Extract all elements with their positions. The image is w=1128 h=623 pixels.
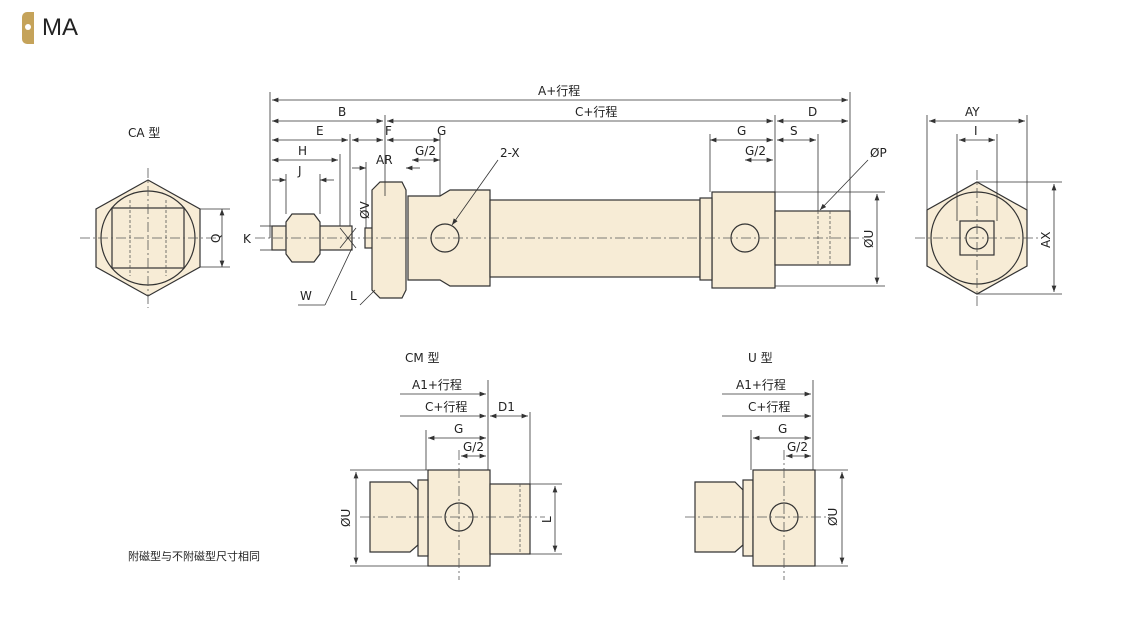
cm-title: CM 型 <box>405 351 440 365</box>
u-dim-u: ØU <box>826 508 840 526</box>
main-dimensions: A+行程 B C+行程 D E F G G S H J AR G/2 G/2 2… <box>243 83 887 306</box>
dim-e: E <box>316 124 324 138</box>
cm-view: CM 型 A1+行程 C+行程 D1 G G/2 ØU L <box>339 351 562 580</box>
dim-k: K <box>243 232 252 246</box>
dim-j: J <box>297 164 302 178</box>
dim-s: S <box>790 124 798 138</box>
dim-g-rear: G <box>737 124 746 138</box>
dim-g2-front: G/2 <box>415 144 436 158</box>
ca-end-view: CA 型 Q <box>80 126 230 308</box>
u-view: U 型 A1+行程 C+行程 G G/2 ØU <box>685 351 848 580</box>
ca-title: CA 型 <box>128 126 160 140</box>
footnote: 附磁型与不附磁型尺寸相同 <box>128 550 260 563</box>
section-badge-icon <box>22 12 34 44</box>
dim-u: ØU <box>862 230 876 248</box>
page-header: MA <box>22 12 78 44</box>
cm-dim-d1: D1 <box>498 400 515 414</box>
label-w: W <box>300 289 312 303</box>
dim-v: ØV <box>358 201 372 219</box>
label-p: ØP <box>870 146 887 160</box>
dim-q: Q <box>209 234 223 243</box>
u-dim-a1: A1+行程 <box>736 377 786 392</box>
page-title: MA <box>42 14 78 41</box>
dim-b: B <box>338 105 346 119</box>
dim-h: H <box>298 144 307 158</box>
dim-g-front: G <box>437 124 446 138</box>
cm-dim-g2: G/2 <box>463 440 484 454</box>
u-title: U 型 <box>748 351 773 365</box>
label-l: L <box>350 289 357 303</box>
dim-i: I <box>974 124 978 138</box>
main-side-view <box>255 181 865 299</box>
u-dim-g: G <box>778 422 787 436</box>
label-2x: 2-X <box>500 146 520 160</box>
u-dim-c: C+行程 <box>748 399 790 414</box>
cm-dim-g: G <box>454 422 463 436</box>
dim-f: F <box>385 124 392 138</box>
cm-dim-l: L <box>540 516 554 523</box>
dim-ay: AY <box>965 105 980 119</box>
dim-c: C+行程 <box>575 104 617 119</box>
dim-ar: AR <box>376 153 393 167</box>
cm-dim-a1: A1+行程 <box>412 377 462 392</box>
dim-g2-rear: G/2 <box>745 144 766 158</box>
dim-d: D <box>808 105 817 119</box>
rear-end-view: AY I AX <box>915 105 1062 306</box>
u-dim-g2: G/2 <box>787 440 808 454</box>
cm-dim-c: C+行程 <box>425 399 467 414</box>
dim-ax: AX <box>1039 232 1053 248</box>
cm-dim-u: ØU <box>339 509 353 527</box>
dim-a: A+行程 <box>538 83 580 98</box>
